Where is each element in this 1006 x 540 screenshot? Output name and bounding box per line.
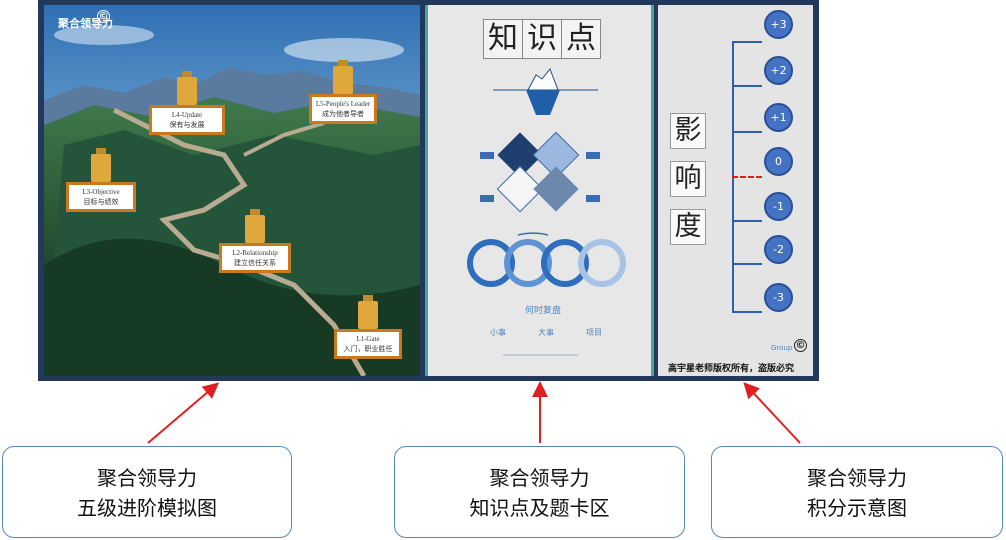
stage-level: L3-Objective bbox=[82, 188, 120, 196]
stage-l5: L5-People's Leader 成为他者导者 bbox=[309, 60, 377, 124]
tick bbox=[732, 41, 762, 43]
great-wall-image bbox=[44, 5, 420, 376]
middle-panel-knowledge: 知 识 点 何时复盘 小事 大事 项目 bbox=[425, 5, 654, 376]
score-zero: 0 bbox=[764, 147, 793, 176]
callout-line1: 聚合领导力 bbox=[97, 466, 197, 490]
arrow-left bbox=[147, 382, 220, 444]
tick bbox=[732, 131, 762, 133]
score-minus2: -2 bbox=[764, 235, 793, 264]
tick bbox=[732, 220, 762, 222]
arrow-right bbox=[743, 382, 801, 444]
title-char: 识 bbox=[522, 19, 562, 59]
callout-line1: 聚合领导力 bbox=[807, 466, 907, 490]
stage-l3: L3-Objective 目标与绩效 bbox=[66, 148, 136, 212]
callout-line2: 知识点及题卡区 bbox=[469, 496, 610, 520]
callout-line1: 聚合领导力 bbox=[489, 466, 590, 490]
column-project: 项目 bbox=[586, 328, 602, 337]
score-minus1: -1 bbox=[764, 192, 793, 221]
stage-level: L2-Relationship bbox=[232, 249, 278, 257]
bell-icon bbox=[87, 148, 115, 182]
score-plus1: +1 bbox=[764, 103, 793, 132]
stage-level: L5-People's Leader bbox=[315, 100, 371, 108]
copyright-icon: © bbox=[97, 10, 110, 23]
right-panel-score: 影 响 度 +3 +2 +1 0 -1 -2 -3 Group © 高宇星老师版… bbox=[658, 5, 813, 376]
bell-icon bbox=[173, 71, 201, 105]
tick bbox=[732, 85, 762, 87]
bell-icon bbox=[241, 209, 269, 243]
title-char: 响 bbox=[670, 161, 706, 197]
callout-right: 聚合领导力 积分示意图 bbox=[711, 446, 1003, 538]
stage-text: 入门，职业胜任 bbox=[343, 345, 393, 353]
stage-l1: L1-Gate 入门，职业胜任 bbox=[334, 295, 402, 359]
title-char: 点 bbox=[561, 19, 601, 59]
stage-text: 建立信任关系 bbox=[234, 259, 276, 267]
group-label: Group bbox=[771, 344, 793, 352]
knowledge-title: 知 识 点 bbox=[483, 19, 601, 59]
callout-line2: 五级进阶模拟图 bbox=[77, 496, 217, 520]
column-big-matter: 大事 bbox=[538, 328, 554, 337]
tick bbox=[732, 263, 762, 265]
stage-l4: L4-Update 保有与发展 bbox=[149, 71, 225, 135]
title-char: 影 bbox=[670, 113, 706, 149]
title-char: 知 bbox=[483, 19, 523, 59]
review-section-title: 何时复盘 bbox=[525, 306, 562, 316]
stage-text: 目标与绩效 bbox=[83, 198, 119, 206]
zero-tick bbox=[732, 176, 762, 178]
callout-line2: 积分示意图 bbox=[807, 496, 907, 520]
callout-middle: 聚合领导力 知识点及题卡区 bbox=[394, 446, 685, 538]
knowledge-diagrams bbox=[467, 68, 626, 356]
copyright-icon: © bbox=[794, 339, 807, 352]
bell-icon bbox=[329, 60, 357, 94]
tick bbox=[732, 311, 762, 313]
bell-icon bbox=[354, 295, 382, 329]
column-small-matter: 小事 bbox=[490, 328, 506, 337]
copyright-text: 高宇星老师版权所有，盗版必究 bbox=[668, 364, 795, 374]
stage-level: L1-Gate bbox=[356, 335, 380, 343]
stage-level: L4-Update bbox=[171, 111, 203, 119]
callout-left: 聚合领导力 五级进阶模拟图 bbox=[2, 446, 292, 538]
score-minus3: -3 bbox=[764, 283, 793, 312]
stage-text: 保有与发展 bbox=[169, 121, 205, 129]
stage-l2: L2-Relationship 建立信任关系 bbox=[219, 209, 291, 273]
score-plus3: +3 bbox=[764, 10, 793, 39]
stage-text: 成为他者导者 bbox=[322, 110, 364, 118]
title-char: 度 bbox=[670, 209, 706, 245]
score-plus2: +2 bbox=[764, 56, 793, 85]
